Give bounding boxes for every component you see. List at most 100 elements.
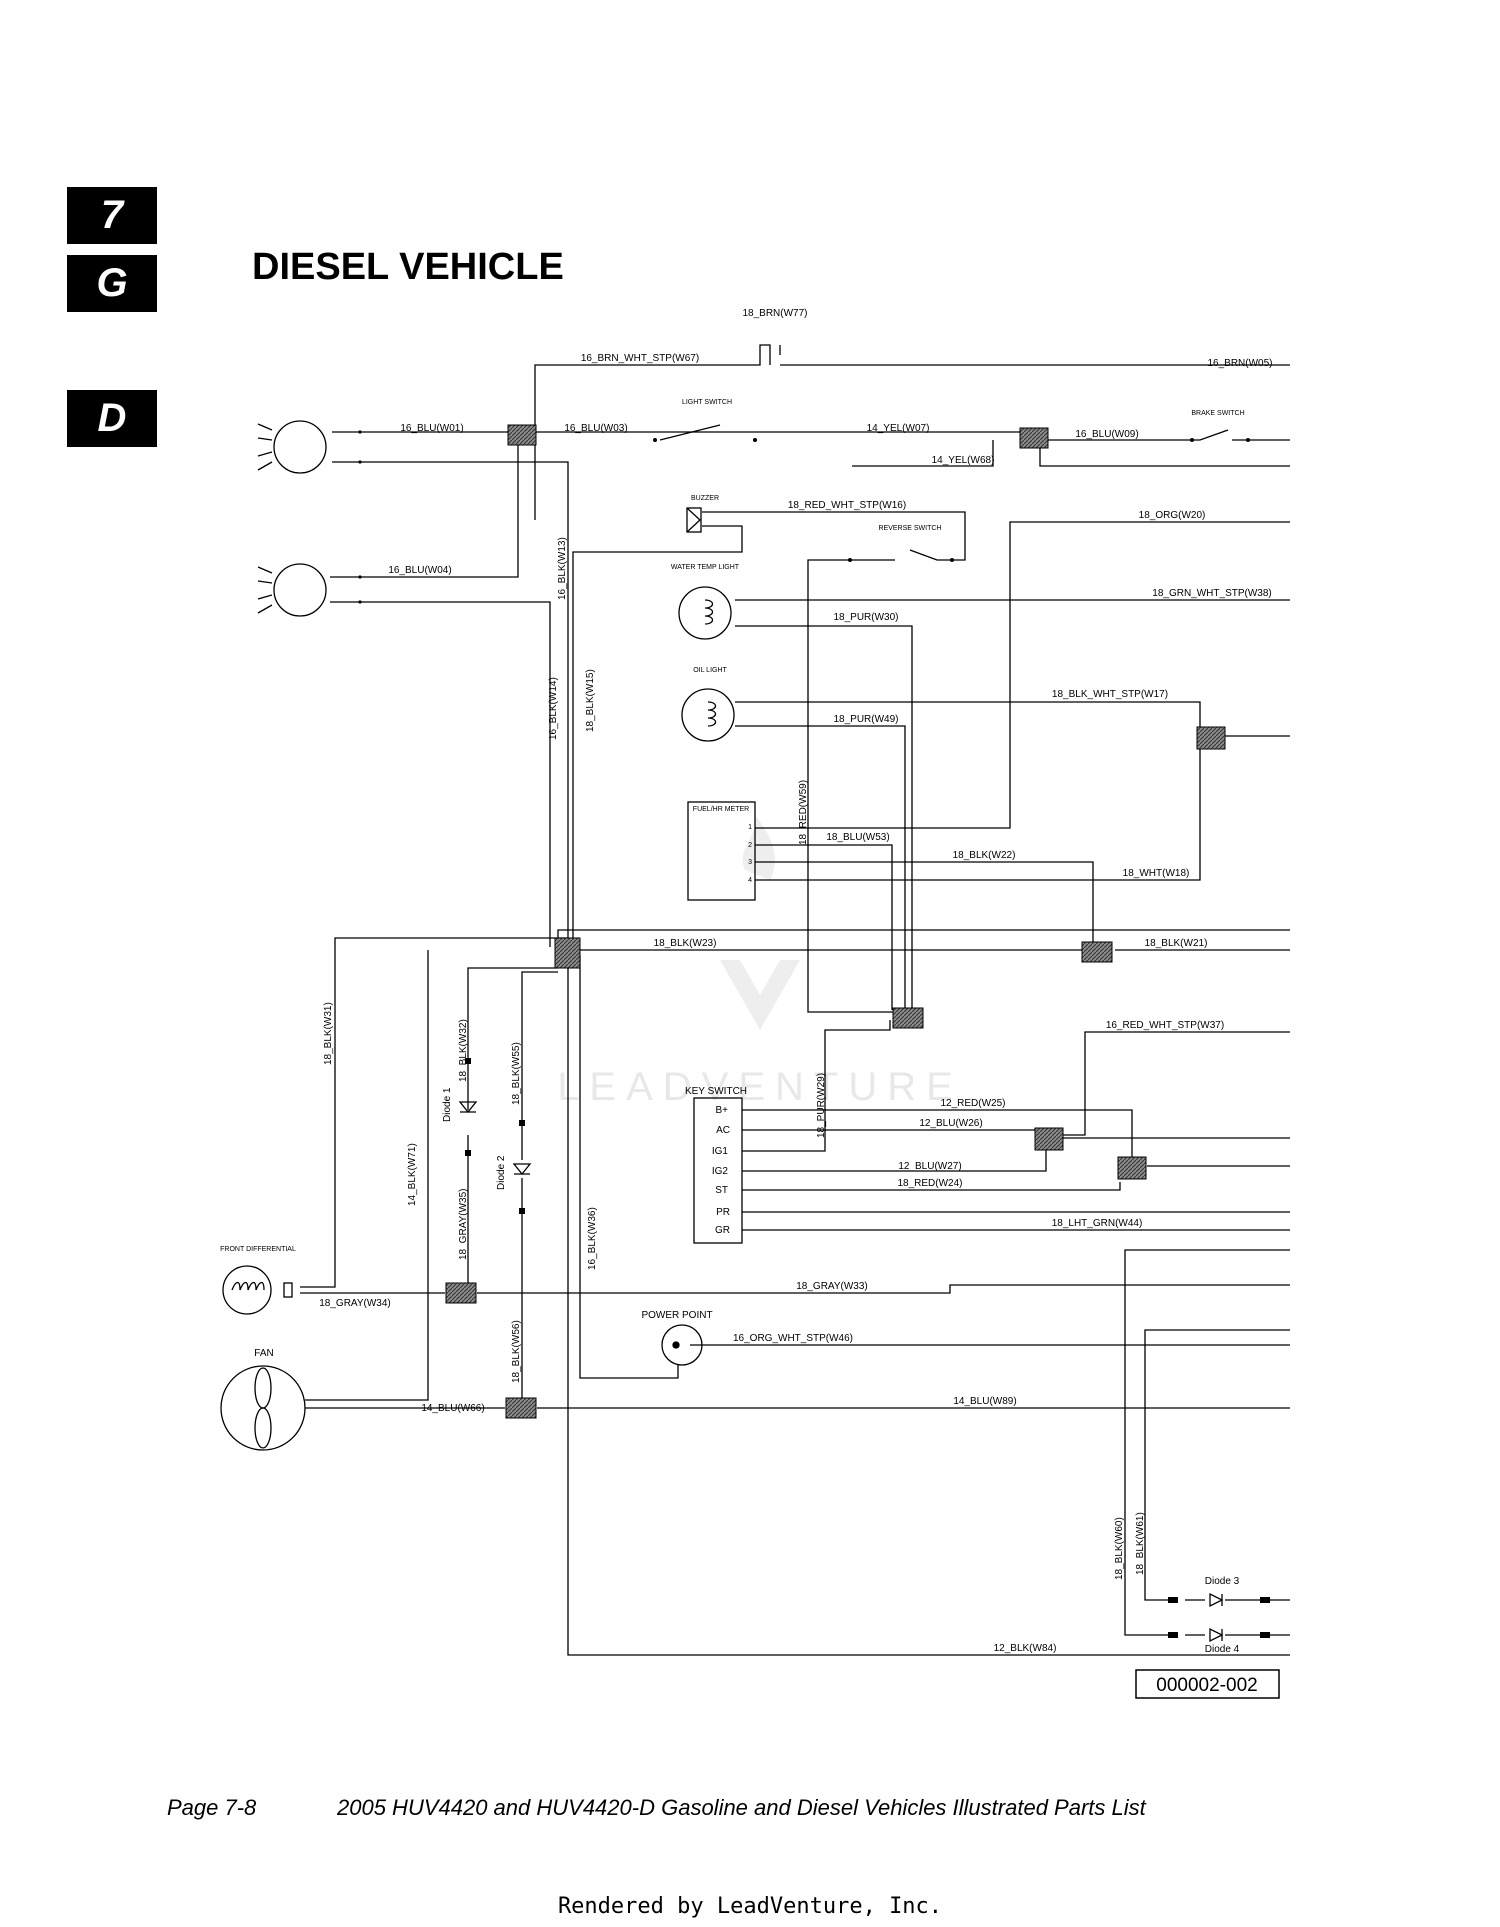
footer-description: 2005 HUV4420 and HUV4420-D Gasoline and …	[337, 1795, 1146, 1820]
wire-label: 16_BLU(W03)	[564, 423, 627, 434]
wire-label: 18_BLK(W32)	[458, 1019, 469, 1082]
wire-label: 16_BLK(W13)	[557, 537, 568, 600]
diode-4-label: Diode 4	[1205, 1644, 1240, 1655]
diode-3-label: Diode 3	[1205, 1576, 1240, 1587]
key-switch-pin: ST	[715, 1185, 728, 1196]
wire-label: 16_BLU(W01)	[400, 423, 463, 434]
terminals	[358, 430, 1270, 1638]
figure-id-box	[1135, 1669, 1280, 1699]
light-switch-label: LIGHT SWITCH	[682, 399, 732, 406]
wire-label: 16_RED_WHT_STP(W37)	[1106, 1020, 1224, 1031]
wire-label: 14_YEL(W68)	[932, 455, 995, 466]
component-labels: LIGHT SWITCH BRAKE SWITCH BUZZER REVERSE…	[220, 399, 1245, 1655]
connector	[1034, 1127, 1064, 1151]
wire-label: 18_BLK(W23)	[654, 938, 717, 949]
connector	[554, 937, 581, 969]
wire-label: 12_BLK(W84)	[994, 1643, 1057, 1654]
wire-label: 12_BLU(W27)	[898, 1161, 961, 1172]
wire-label: 18_GRAY(W35)	[458, 1188, 469, 1260]
watermark: LEADVENTURE	[557, 815, 963, 1109]
front-differential-icon	[222, 1265, 293, 1315]
front-differential-label: FRONT DIFFERENTIAL	[220, 1246, 296, 1253]
fuel-hr-meter-box	[687, 801, 756, 901]
wire-label: 18_BLK(W61)	[1135, 1512, 1146, 1575]
watermark-text: LEADVENTURE	[557, 1065, 963, 1109]
buzzer-icon	[686, 507, 702, 533]
brake-switch-label: BRAKE SWITCH	[1191, 410, 1244, 417]
connector	[505, 1397, 537, 1419]
wire-label: 18_BLK(W15)	[585, 669, 596, 732]
wire-label: 18_ORG(W20)	[1139, 510, 1206, 521]
wire-label: 18_BLK_WHT_STP(W17)	[1052, 689, 1168, 700]
fuel-meter-pins: 1 2 3 4	[748, 824, 752, 884]
wire-label: 12_BLU(W26)	[919, 1118, 982, 1129]
water-temp-light-label: WATER TEMP LIGHT	[671, 564, 740, 571]
power-point-icon	[661, 1324, 703, 1366]
diode-1-label: Diode 1	[442, 1087, 453, 1122]
fuel-meter-pin: 4	[748, 877, 752, 884]
buzzer-label: BUZZER	[691, 495, 719, 502]
fuel-meter-pin: 2	[748, 842, 752, 849]
wire-label: 16_BLU(W09)	[1075, 429, 1138, 440]
fan-icon	[220, 1365, 306, 1451]
wire-lines	[300, 344, 1290, 1656]
wire-label: 18_PUR(W29)	[816, 1073, 827, 1138]
section-tab-g: G	[67, 255, 157, 312]
key-switch-pin: IG1	[712, 1146, 729, 1157]
figure-id: 000002-002	[1156, 1675, 1257, 1696]
wire-label: 18_WHT(W18)	[1123, 868, 1190, 879]
wire-label: 18_PUR(W49)	[833, 714, 898, 725]
power-point-label: POWER POINT	[641, 1310, 712, 1321]
wire-label: 14_BLU(W89)	[953, 1396, 1016, 1407]
wire-label: 18_BRN(W77)	[742, 308, 807, 319]
key-switch-pin: GR	[715, 1225, 730, 1236]
fuel-meter-pin: 3	[748, 859, 752, 866]
wire-label: 18_GRAY(W34)	[319, 1298, 391, 1309]
connector	[445, 1282, 477, 1304]
wire-label: 18_BLK(W22)	[953, 850, 1016, 861]
wire-label: 16_BRN_WHT_STP(W67)	[581, 353, 699, 364]
headlight-icons	[257, 420, 327, 617]
wire-label: 16_BLK(W36)	[587, 1207, 598, 1270]
key-switch-pin: PR	[716, 1207, 730, 1218]
connector	[507, 424, 537, 446]
footer-rendered-by: Rendered by LeadVenture, Inc.	[557, 1894, 943, 1919]
key-switch-box	[693, 1097, 743, 1244]
wire-label: 18_PUR(W30)	[833, 612, 898, 623]
connector	[1117, 1156, 1147, 1180]
wire-labels: 18_BRN(W77) 16_BRN_WHT_STP(W67) 16_BRN(W…	[319, 308, 1272, 1654]
diode-2-label: Diode 2	[496, 1155, 507, 1190]
wire-label: 18_BLK(W21)	[1145, 938, 1208, 949]
wire-label: 14_BLU(W66)	[421, 1403, 484, 1414]
key-switch-pin: B+	[715, 1105, 728, 1116]
fuel-hr-meter-label: FUEL/HR METER	[693, 806, 749, 813]
fan-label: FAN	[254, 1348, 273, 1359]
reverse-switch-label: REVERSE SWITCH	[878, 525, 941, 532]
wire-label: 18_RED(W24)	[897, 1178, 962, 1189]
wire-label: 16_ORG_WHT_STP(W46)	[733, 1333, 853, 1344]
oil-light-label: OIL LIGHT	[693, 667, 727, 674]
connector	[1081, 941, 1113, 963]
wire-label: 14_BLK(W71)	[407, 1143, 418, 1206]
key-switch-label: KEY SWITCH	[685, 1086, 747, 1097]
wire-label: 18_BLK(W56)	[511, 1320, 522, 1383]
wire-label: 18_GRN_WHT_STP(W38)	[1152, 588, 1271, 599]
wire-label: 12_RED(W25)	[940, 1098, 1005, 1109]
connector	[1196, 726, 1226, 750]
section-tab-7: 7	[67, 187, 157, 244]
wire-label: 18_GRAY(W33)	[796, 1281, 868, 1292]
wire-label: 18_RED_WHT_STP(W16)	[788, 500, 906, 511]
wire-label: 14_YEL(W07)	[867, 423, 930, 434]
page-title: DIESEL VEHICLE	[252, 246, 564, 288]
wire-label: 16_BLK(W14)	[548, 677, 559, 740]
key-switch-pins: B+ AC IG1 IG2 ST PR GR	[712, 1105, 730, 1236]
key-switch-pin: AC	[716, 1125, 730, 1136]
fuel-meter-pin: 1	[748, 824, 752, 831]
key-switch-pin: IG2	[712, 1166, 729, 1177]
wire-label: 18_BLU(W53)	[826, 832, 889, 843]
wire-label: 16_BRN(W05)	[1207, 358, 1272, 369]
section-tab-d: D	[67, 390, 157, 447]
connector	[892, 1007, 924, 1029]
indicator-light-icons	[678, 586, 735, 742]
